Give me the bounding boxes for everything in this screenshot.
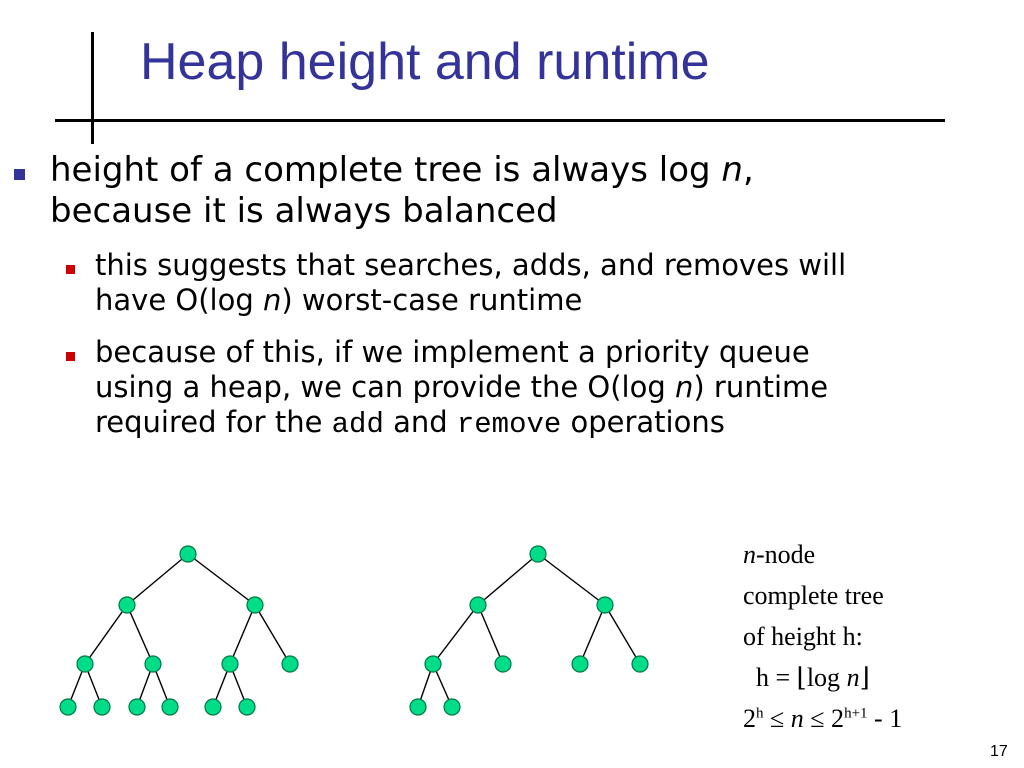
tree-edge <box>254 604 291 665</box>
tree-node <box>118 596 136 614</box>
tree-node <box>144 655 162 673</box>
tree-edge <box>126 604 154 665</box>
sub-bullet-2: because of this, if we implement a prior… <box>95 335 829 441</box>
tree-node <box>596 596 614 614</box>
tree-node <box>409 698 427 716</box>
tree-node <box>631 655 649 673</box>
tree-node <box>221 655 239 673</box>
tree-node <box>179 545 197 563</box>
tree-right <box>409 545 649 716</box>
complete-trees-diagram <box>59 545 649 716</box>
tree-node <box>246 596 264 614</box>
tree-node <box>443 698 461 716</box>
tree-edge <box>477 604 504 665</box>
tree-node <box>204 698 222 716</box>
tree-edge <box>604 604 641 665</box>
tree-left <box>59 545 299 716</box>
tree-node <box>281 655 299 673</box>
sub-bullet-square-icon <box>66 352 75 361</box>
tree-edge <box>187 553 256 606</box>
tree-node <box>59 698 77 716</box>
tree-edge <box>579 604 606 665</box>
tree-edge <box>432 604 479 665</box>
slide-title: Heap height and runtime <box>140 33 710 91</box>
tree-node <box>469 596 487 614</box>
sub-bullet-1: this suggests that searches, adds, and r… <box>95 248 847 317</box>
note-line-3: of height h: <box>743 622 863 651</box>
bullet-square-icon <box>14 169 25 180</box>
sub-bullet-square-icon <box>66 265 75 274</box>
tree-node <box>128 698 146 716</box>
code-add: add <box>331 408 384 441</box>
code-remove: remove <box>456 408 562 441</box>
tree-edge <box>84 604 128 665</box>
tree-node <box>76 655 94 673</box>
tree-node <box>529 545 547 563</box>
tree-node <box>424 655 442 673</box>
page-number: 17 <box>990 743 1008 760</box>
tree-height-note: n-node complete tree of height h: h = ⌊l… <box>743 534 1003 739</box>
note-inequality: 2h ≤ n ≤ 2h+1 - 1 <box>743 704 903 733</box>
title-horizontal-rule <box>55 119 945 122</box>
note-line-1: n-node <box>743 540 816 569</box>
note-formula: h = ⌊log n⌋ <box>756 663 870 692</box>
note-line-2: complete tree <box>743 581 884 610</box>
tree-node <box>238 698 256 716</box>
tree-edge <box>537 553 606 606</box>
tree-node <box>571 655 589 673</box>
bullet-1: height of a complete tree is always log … <box>50 150 754 231</box>
tree-edge <box>477 553 539 606</box>
tree-edge <box>229 604 256 665</box>
title-vertical-rule <box>91 32 94 144</box>
tree-edge <box>126 553 189 606</box>
tree-node <box>93 698 111 716</box>
tree-node <box>494 655 512 673</box>
tree-node <box>161 698 179 716</box>
